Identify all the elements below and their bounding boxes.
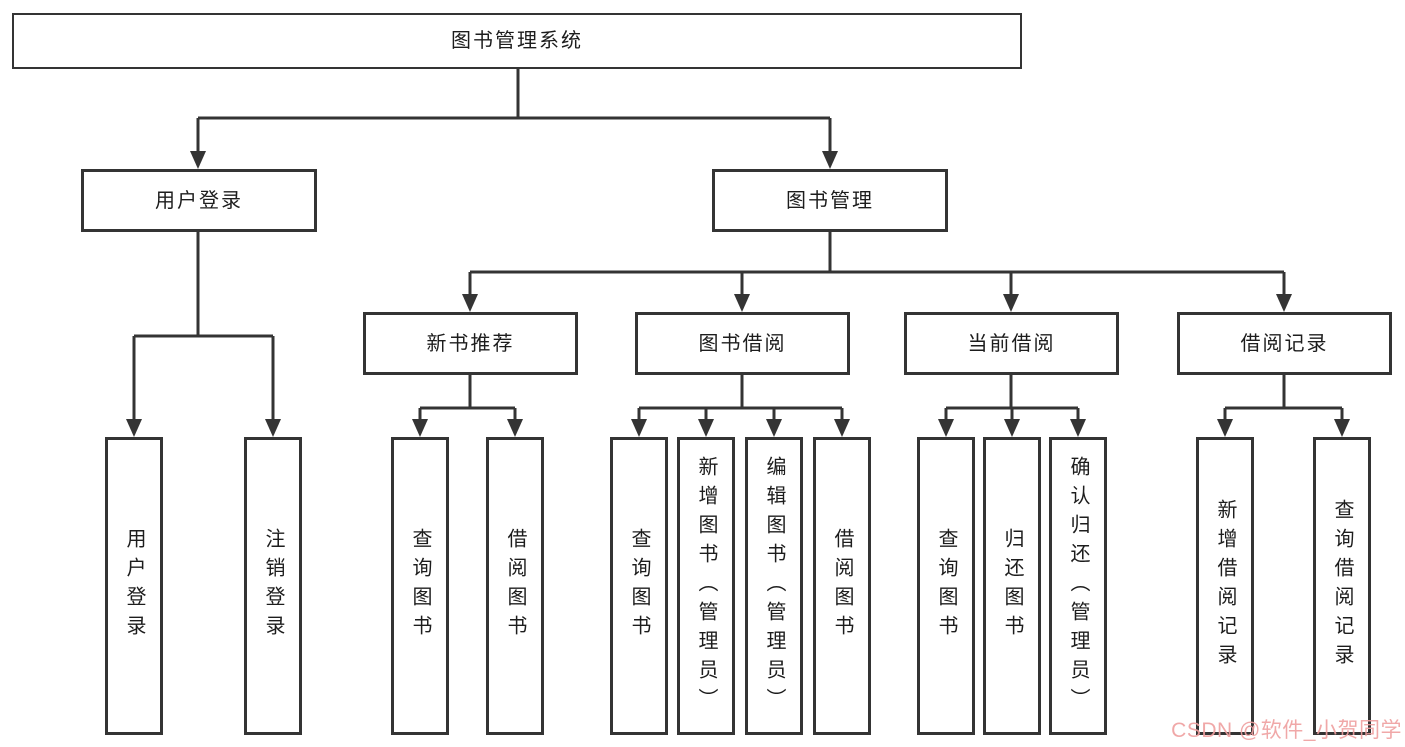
- node-label: 注销登录: [262, 528, 284, 644]
- node-label: 用户登录: [123, 528, 145, 644]
- arrowheads: [126, 151, 1350, 437]
- leaf-borrow-books: 借阅图书: [813, 437, 871, 735]
- node-book-management: 图书管理: [712, 169, 948, 232]
- leaf-query-borrow-record: 查询借阅记录: [1313, 437, 1371, 735]
- leaf-user-login: 用户登录: [105, 437, 163, 735]
- leaf-query-books-current: 查询图书: [917, 437, 975, 735]
- watermark-csdn: CSDN @软件_小贺同学: [1171, 719, 1402, 742]
- leaf-logout: 注销登录: [244, 437, 302, 735]
- node-label: 查询图书: [628, 528, 650, 644]
- node-label: 查询借阅记录: [1331, 499, 1353, 673]
- node-label: 用户登录: [155, 189, 243, 212]
- node-label: 编辑图书（管理员）: [763, 455, 785, 717]
- node-label: 图书借阅: [698, 332, 787, 355]
- leaf-edit-books-admin: 编辑图书（管理员）: [745, 437, 803, 735]
- node-label: 新增借阅记录: [1214, 499, 1236, 673]
- leaf-return-books: 归还图书: [983, 437, 1041, 735]
- leaf-add-books-admin: 新增图书（管理员）: [677, 437, 735, 735]
- node-new-book-recommendation: 新书推荐: [363, 312, 578, 375]
- node-current-borrowing: 当前借阅: [904, 312, 1119, 375]
- node-borrowing-records: 借阅记录: [1177, 312, 1392, 375]
- node-label: 借阅记录: [1240, 332, 1329, 355]
- node-label: 当前借阅: [967, 332, 1056, 355]
- node-label: 查询图书: [409, 528, 431, 644]
- node-label: 图书管理: [786, 189, 874, 212]
- node-book-borrowing: 图书借阅: [635, 312, 850, 375]
- node-label: 图书管理系统: [451, 30, 583, 52]
- leaf-add-borrow-record: 新增借阅记录: [1196, 437, 1254, 735]
- leaf-borrow-books-recommend: 借阅图书: [486, 437, 544, 735]
- node-user-login: 用户登录: [81, 169, 317, 232]
- node-label: 查询图书: [935, 528, 957, 644]
- node-library-management-system: 图书管理系统: [12, 13, 1022, 69]
- leaf-query-books-recommend: 查询图书: [391, 437, 449, 735]
- node-label: 归还图书: [1001, 528, 1023, 644]
- leaf-confirm-return-admin: 确认归还（管理员）: [1049, 437, 1107, 735]
- node-label: 确认归还（管理员）: [1067, 455, 1089, 717]
- leaf-query-books-borrow: 查询图书: [610, 437, 668, 735]
- node-label: 新增图书（管理员）: [695, 455, 717, 717]
- node-label: 借阅图书: [504, 528, 526, 644]
- node-label: 借阅图书: [831, 528, 853, 644]
- node-label: 新书推荐: [426, 332, 515, 355]
